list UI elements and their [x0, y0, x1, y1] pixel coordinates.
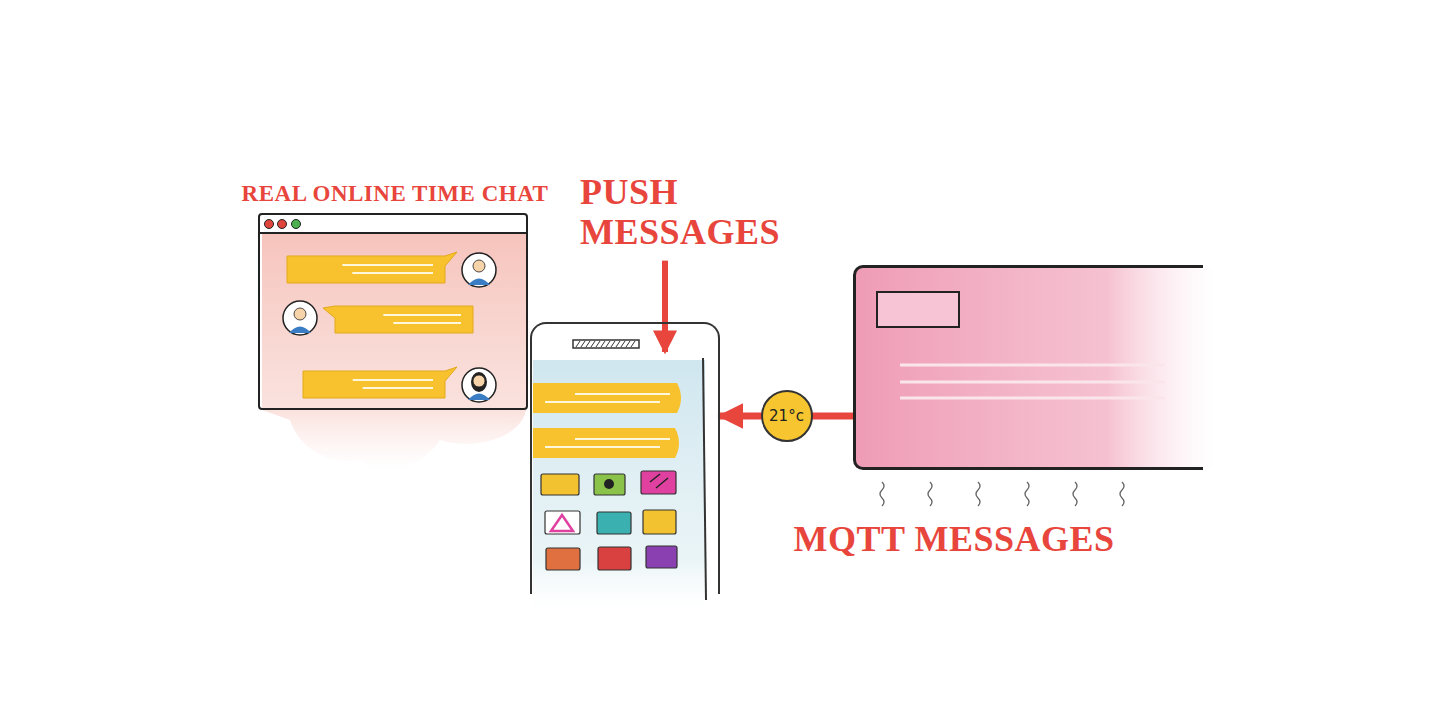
speaker-hatch: [576, 341, 580, 347]
avatar-body: [468, 394, 490, 401]
bubble-line: [383, 314, 461, 316]
icon-mark: [604, 479, 614, 489]
speaker-hatch: [591, 341, 595, 347]
heading: PUSH MESSAGES: [580, 172, 730, 253]
app-icon: [541, 474, 579, 495]
bar-line: [545, 446, 660, 448]
airflow-squiggle: [976, 482, 980, 506]
avatar-face: [294, 308, 306, 320]
temperature-label: 21°c: [761, 390, 813, 442]
avatar-body: [289, 327, 311, 334]
screen-edge: [703, 358, 706, 600]
device-line: [900, 381, 1165, 384]
avatar-face: [473, 375, 485, 387]
speaker-hatch: [596, 341, 600, 347]
airflow-squiggle: [1120, 482, 1124, 506]
avatar: [462, 253, 496, 287]
device-wash: [856, 268, 1216, 468]
speaker-hatch: [601, 341, 605, 347]
app-icon: [594, 474, 625, 495]
bubble-line: [363, 387, 433, 389]
heading: REAL ONLINE TIME CHAT: [242, 181, 549, 207]
icon-mark: [551, 515, 573, 531]
airflow-squiggle: [1073, 482, 1077, 506]
speaker-hatch: [606, 341, 610, 347]
title-bar-line: [260, 232, 527, 234]
app-icon: [646, 546, 677, 568]
avatar-hair: [471, 372, 487, 392]
airflow-squiggle: [880, 482, 884, 506]
bar-line: [575, 438, 670, 440]
chat-bubble: [303, 367, 457, 398]
avatar-body: [468, 279, 490, 286]
app-icon: [545, 511, 580, 534]
app-icon: [643, 510, 676, 534]
notification-bar: [533, 383, 681, 413]
iot-device: MQTT MESSAGES: [853, 265, 1203, 470]
airflow-squiggle: [1025, 482, 1029, 506]
speaker-hatch: [581, 341, 585, 347]
bubble-line: [342, 264, 433, 266]
bubble-line: [353, 379, 433, 381]
app-icon: [597, 512, 631, 534]
avatar: [283, 301, 317, 335]
device-line: [900, 364, 1165, 367]
avatar: [462, 368, 496, 402]
speaker-hatch: [616, 341, 620, 347]
chat-bubble: [287, 252, 457, 283]
speaker-hatch: [631, 341, 635, 347]
speaker-hatch: [626, 341, 630, 347]
window-dot: [265, 220, 274, 229]
speaker-hatch: [611, 341, 615, 347]
bar-line: [545, 401, 660, 403]
app-icon: [598, 547, 631, 570]
app-icon: [641, 471, 676, 494]
speaker-hatch: [621, 341, 625, 347]
bubble-line: [352, 272, 433, 274]
phone-speaker: [573, 340, 639, 348]
icon-mark: [650, 474, 668, 488]
avatar-face: [473, 260, 485, 272]
bar-line: [575, 393, 670, 395]
device-line: [900, 397, 1165, 400]
push-arrow: [662, 261, 668, 352]
browser-window: REAL ONLINE TIME CHAT: [258, 213, 528, 410]
heading: MQTT MESSAGES: [794, 519, 1115, 559]
device-display: [877, 292, 959, 327]
window-dot: [292, 220, 301, 229]
chat-bubble: [323, 306, 473, 333]
window-dot: [278, 220, 287, 229]
phone-screen: [533, 360, 705, 610]
notification-bar: [533, 428, 679, 458]
speaker-hatch: [586, 341, 590, 347]
chat-wash: [262, 232, 526, 470]
phone: PUSH MESSAGES: [530, 322, 720, 594]
airflow-squiggle: [928, 482, 932, 506]
app-icon: [546, 548, 580, 570]
bubble-line: [393, 322, 461, 324]
